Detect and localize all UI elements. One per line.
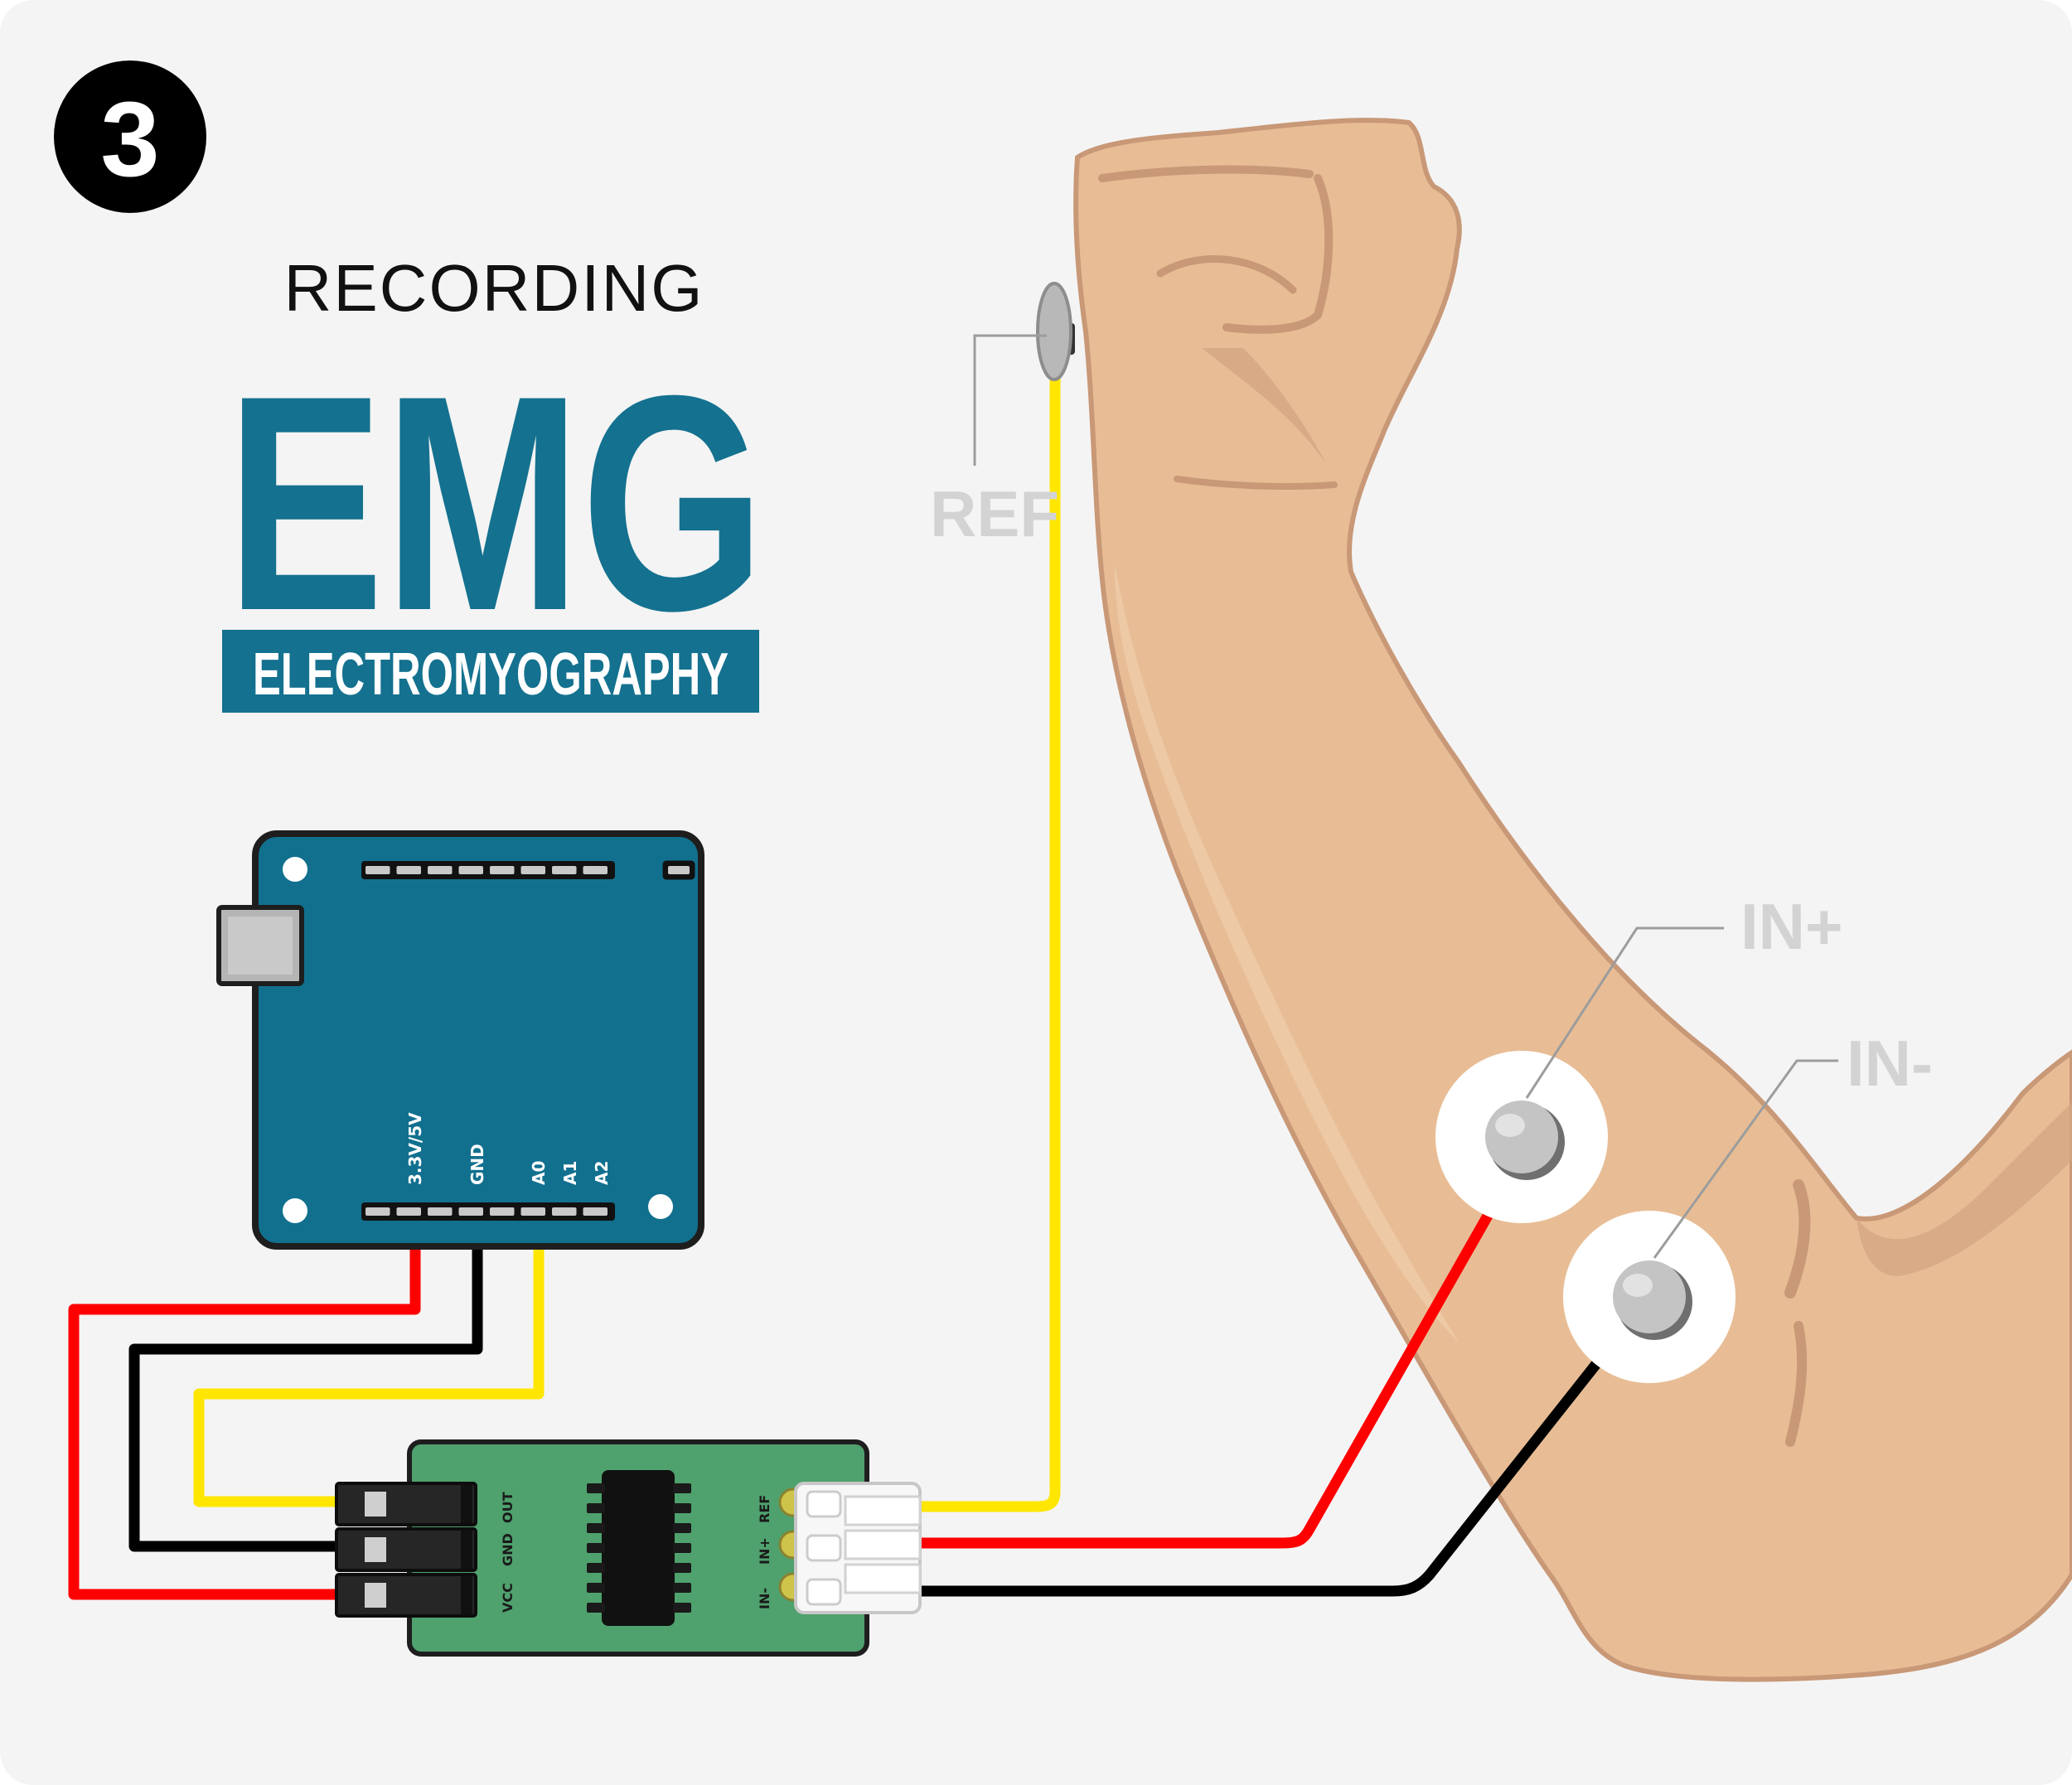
ic-chip-icon <box>587 1470 691 1626</box>
bicep-shadow <box>1857 1102 2072 1276</box>
header-pin <box>366 1207 390 1216</box>
sensor-pin-vcc: VCC <box>500 1583 516 1613</box>
title-kicker: RECORDING <box>284 251 704 325</box>
wiring <box>68 359 1655 1600</box>
wire-red-vcc <box>68 1204 421 1600</box>
emg-sensor-board: OUT GND VCC REF IN+ IN- <box>335 1439 922 1657</box>
ref-leader <box>973 334 1047 466</box>
chip-leg <box>673 1583 691 1593</box>
arm-illustration <box>1073 118 2072 1682</box>
wire-yellow-ref <box>910 359 1061 1512</box>
header-pin <box>458 1207 483 1216</box>
chip-leg <box>587 1563 605 1573</box>
title-main: EMG <box>226 332 765 675</box>
sensor-pin-inminus: IN- <box>757 1588 772 1609</box>
chip-leg <box>673 1523 691 1533</box>
header-pin <box>520 1207 545 1216</box>
arm-skin <box>1073 118 2072 1682</box>
sensor-pin-out: OUT <box>500 1492 516 1523</box>
chip-leg <box>587 1543 605 1553</box>
electrode-icon-inplus <box>1435 1051 1608 1223</box>
header-pin <box>583 1207 608 1216</box>
header-pin <box>583 866 608 874</box>
mount-hole <box>283 857 307 882</box>
wrist-line <box>1174 476 1338 491</box>
header-pin <box>490 1207 515 1216</box>
callout-ref: REF <box>930 477 1059 550</box>
mount-hole <box>283 1198 307 1223</box>
arduino-pin-labels: 3.3V/5V GND A0 A1 A2 <box>405 1112 612 1185</box>
header-strip <box>361 861 615 879</box>
inplus-leader <box>1525 926 1724 1099</box>
top-header <box>361 861 615 879</box>
callout-inminus: IN- <box>1847 1027 1933 1100</box>
mount-hole <box>648 1194 673 1219</box>
header-pin <box>366 866 390 874</box>
callout-lines <box>973 334 1838 1259</box>
chip-leg <box>587 1483 605 1493</box>
fist-knuckle-line <box>1098 165 1314 182</box>
pin-label-3v3: 3.3V/5V <box>405 1112 425 1185</box>
header-pin <box>552 1207 577 1216</box>
wire-black-gnd <box>128 1204 483 1552</box>
chip-leg <box>587 1503 605 1513</box>
board-body <box>252 830 704 1250</box>
left-connector <box>335 1482 477 1618</box>
electrode-icon-ref <box>1036 282 1075 381</box>
wire-yellow-out <box>193 1204 545 1507</box>
pin-label-a1: A1 <box>560 1161 580 1185</box>
chip-leg <box>587 1523 605 1533</box>
chip-leg <box>587 1603 605 1613</box>
step-number-icon: 3 <box>54 60 206 213</box>
subtitle-banner <box>222 630 759 713</box>
electrode-icon-inminus <box>1563 1211 1736 1383</box>
arduino-board: 3.3V/5V GND A0 A1 A2 <box>216 830 704 1250</box>
header-pin <box>552 866 577 874</box>
header-strip <box>361 1202 615 1221</box>
right-connector <box>794 1482 922 1614</box>
sensor-pin-ref: REF <box>757 1495 772 1523</box>
header-pin <box>458 866 483 874</box>
fist-shadow <box>1202 348 1326 464</box>
usb-port-icon <box>216 905 304 986</box>
wire-black-inminus <box>910 1291 1655 1597</box>
pin-label-a2: A2 <box>592 1161 612 1185</box>
bottom-header <box>361 1202 615 1221</box>
title-subtitle: ELECTROMYOGRAPHY <box>253 641 729 708</box>
chip-leg <box>673 1563 691 1573</box>
callout-inplus: IN+ <box>1740 890 1843 963</box>
pin-label-a0: A0 <box>529 1161 549 1185</box>
inminus-leader <box>1653 1059 1838 1259</box>
sensor-pin-gnd: GND <box>500 1533 516 1566</box>
fist-finger-line <box>1222 174 1334 334</box>
chip-leg <box>673 1543 691 1553</box>
fist-thumb-line <box>1156 255 1297 294</box>
header-pin <box>428 866 453 874</box>
title-block: RECORDING EMG ELECTROMYOGRAPHY <box>222 251 765 713</box>
header-pin <box>396 866 421 874</box>
sensor-pin-inplus: IN+ <box>757 1537 772 1565</box>
header-pin <box>428 1207 453 1216</box>
chip-leg <box>673 1483 691 1493</box>
step-number: 3 <box>100 80 159 199</box>
elbow-crease-2 <box>1785 1321 1808 1447</box>
chip-leg <box>587 1583 605 1593</box>
header-pin <box>396 1207 421 1216</box>
elbow-crease <box>1784 1179 1811 1299</box>
wire-red-inplus <box>910 1150 1527 1549</box>
header-pin <box>520 866 545 874</box>
chip-leg <box>673 1603 691 1613</box>
pin-label-gnd: GND <box>467 1144 487 1185</box>
header-pin <box>490 866 515 874</box>
chip-leg <box>673 1503 691 1513</box>
